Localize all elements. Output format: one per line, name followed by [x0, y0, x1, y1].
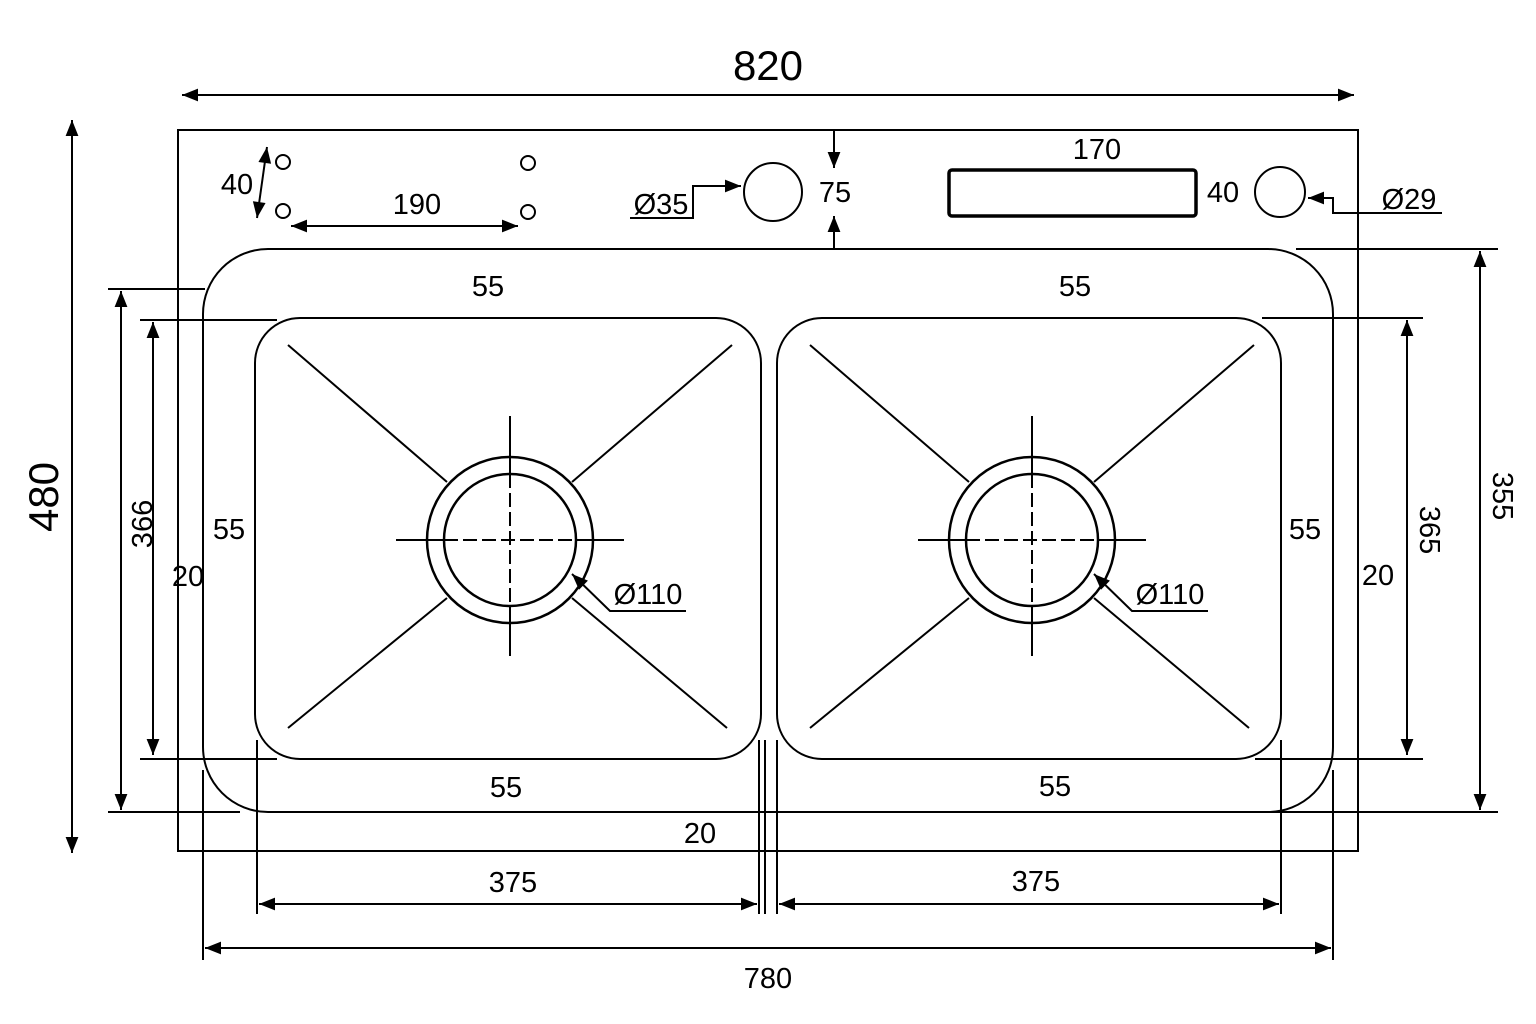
left-drain	[287, 344, 733, 729]
dim-right-inner-height: 365	[1413, 506, 1445, 554]
dim-left-bowl-side: 55	[213, 514, 245, 546]
dim-bowl-gap: 20	[684, 818, 716, 850]
dim-left-margin: 20	[172, 561, 204, 593]
dim-left-drain: Ø110	[614, 579, 683, 611]
faucet-hole	[743, 162, 803, 222]
dim-right-bowl-top: 55	[1059, 271, 1091, 303]
dim-right-margin: 20	[1362, 560, 1394, 592]
dim-right-bowl-bottom: 55	[1039, 771, 1071, 803]
dim-left-bowl-top: 55	[472, 271, 504, 303]
dim-slot-length: 170	[1073, 134, 1121, 166]
right-drain	[809, 344, 1255, 729]
dim-right-bowl-side: 55	[1289, 514, 1321, 546]
right-bowl	[776, 317, 1282, 760]
dim-left-bowl-width: 375	[489, 867, 537, 899]
dim-right-outer-height: 355	[1486, 472, 1518, 520]
dimension-lines	[65, 88, 1498, 960]
dim-right-drain: Ø110	[1136, 579, 1205, 611]
dim-overall-height: 480	[20, 462, 67, 532]
dim-side-hole: Ø29	[1382, 184, 1437, 216]
mounting-holes	[275, 154, 536, 220]
dim-right-bowl-width: 375	[1012, 866, 1060, 898]
dim-deck-depth: 75	[819, 177, 851, 209]
sink-outer-outline	[177, 129, 1359, 852]
dim-hole-vertical: 40	[221, 169, 253, 201]
accessory-slot	[947, 168, 1198, 218]
dim-overall-width: 820	[733, 42, 803, 89]
side-hole	[1254, 166, 1306, 218]
dim-hole-horizontal: 190	[393, 189, 441, 221]
dim-inner-width: 780	[744, 963, 792, 995]
dim-left-bowl-bottom: 55	[490, 772, 522, 804]
dim-left-outer-height: 366	[127, 500, 159, 548]
left-bowl	[254, 317, 762, 760]
sink-inner-rim	[202, 248, 1334, 813]
dim-faucet-hole: Ø35	[634, 189, 689, 221]
dim-slot-width: 40	[1207, 177, 1239, 209]
